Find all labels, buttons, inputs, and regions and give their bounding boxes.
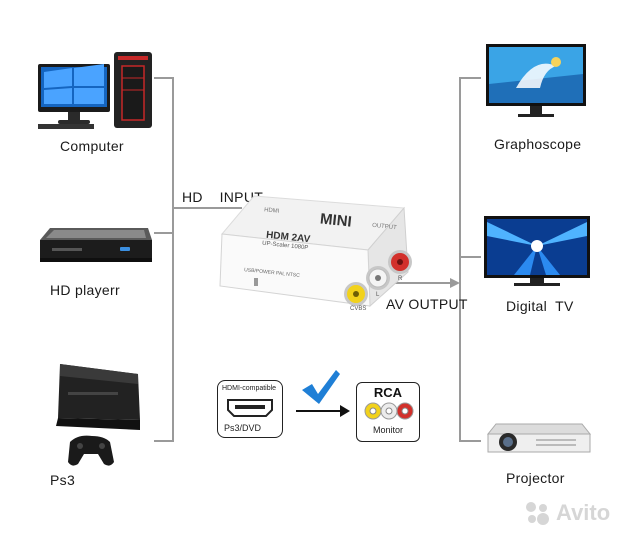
hdmi-legend-title: HDMI-compatible	[222, 385, 277, 392]
jack-red	[388, 250, 412, 274]
avito-logo-icon	[526, 502, 549, 525]
watermark-text: Avito	[556, 500, 611, 525]
hdmi-connector-icon	[227, 399, 273, 417]
watermark: Avito	[524, 500, 610, 526]
rca-legend-title: RCA	[373, 385, 403, 400]
tv-icon	[484, 216, 590, 286]
source-label-ps3: Ps3	[50, 472, 76, 488]
output-label-graphoscope: Graphoscope	[494, 136, 582, 152]
left-bus-tick-ps3	[154, 440, 174, 442]
rca-legend-box: RCA Monitor	[356, 382, 420, 442]
jack-label-l: L	[376, 292, 380, 298]
hdmi-legend-box: HDMI-compatible Ps3/DVD	[217, 380, 283, 438]
output-label-projector: Projector	[506, 470, 565, 486]
left-bus-tick-computer	[154, 77, 174, 79]
right-bus-tick-projector	[459, 440, 481, 442]
jack-white	[366, 266, 390, 290]
output-label-digital-tv: Digital TV	[506, 298, 574, 314]
jack-label-r: R	[398, 276, 403, 282]
rca-legend-subtitle: Monitor	[372, 425, 403, 435]
jack-yellow	[344, 282, 368, 306]
converter-device	[219, 195, 409, 308]
right-bus-vertical	[459, 77, 461, 442]
tv-icon	[486, 44, 586, 117]
hdmi-legend-subtitle: Ps3/DVD	[224, 423, 262, 433]
game-console-icon	[56, 364, 140, 466]
source-label-hd-player: HD playerr	[50, 282, 120, 298]
legend-arrow	[296, 405, 350, 417]
computer-icon	[38, 52, 152, 129]
device-brand: MINI	[319, 210, 353, 231]
output-label: AV OUTPUT	[386, 296, 468, 312]
left-bus-vertical	[172, 77, 174, 442]
right-bus-tick-graphoscope	[459, 77, 481, 79]
source-label-computer: Computer	[60, 138, 124, 154]
check-icon	[302, 370, 340, 404]
rca-jacks	[344, 250, 412, 306]
hd-player-icon	[40, 228, 152, 262]
right-bus-tick-digitaltv	[459, 256, 481, 258]
jack-label-cvbs: CVBS	[350, 306, 367, 312]
rca-plugs-icon	[364, 402, 414, 420]
left-bus-to-device	[172, 207, 242, 209]
projector-icon	[486, 423, 592, 453]
left-bus-tick-hdplayer	[154, 232, 174, 234]
